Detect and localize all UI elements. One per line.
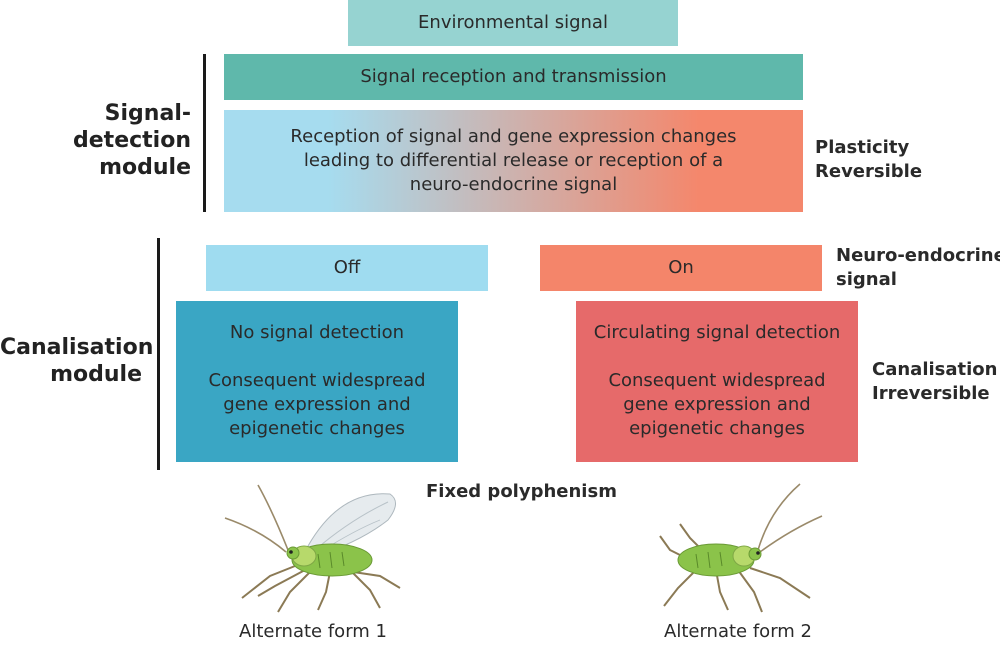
signal-detection-divider xyxy=(203,54,206,212)
off-text: Off xyxy=(333,257,361,278)
wingless-aphid-icon xyxy=(659,483,823,613)
signal-reception-box: Signal reception and transmission xyxy=(224,54,803,100)
signal-detection-module-label: Signal-detection module xyxy=(0,100,191,181)
alternate-form-1-label: Alternate form 1 xyxy=(239,621,387,642)
on-box: On xyxy=(540,245,822,291)
circulating-signal-detection-box: Circulating signal detection Consequent … xyxy=(576,301,858,462)
circulating-signal-detection-title: Circulating signal detection xyxy=(593,322,841,343)
no-signal-detection-body: Consequent widespread gene expression an… xyxy=(208,370,426,439)
fixed-polyphenism-label: Fixed polyphenism xyxy=(426,481,617,502)
circulating-signal-detection-body: Consequent widespread gene expression an… xyxy=(608,370,826,439)
signal-reception-text: Signal reception and transmission xyxy=(360,66,667,87)
gene-expression-gradient-box: Reception of signal and gene expression … xyxy=(224,110,803,212)
winged-aphid-icon xyxy=(224,484,401,613)
off-box: Off xyxy=(206,245,488,291)
canalisation-divider xyxy=(157,238,160,470)
environmental-signal-box: Environmental signal xyxy=(348,0,678,46)
neuro-endocrine-label: Neuro-endocrine signal xyxy=(836,244,1000,292)
irreversible-label: Irreversible xyxy=(872,383,990,404)
signal-detection-module-text: Signal-detection module xyxy=(73,101,191,180)
no-signal-detection-box: No signal detection Consequent widesprea… xyxy=(176,301,458,462)
no-signal-detection-title: No signal detection xyxy=(229,322,405,343)
on-text: On xyxy=(668,257,694,278)
neuro-endocrine-text: Neuro-endocrine signal xyxy=(836,245,1000,290)
canalisation-label: Canalisation xyxy=(872,359,998,380)
environmental-signal-text: Environmental signal xyxy=(418,12,608,33)
reversible-label: Reversible xyxy=(815,161,923,182)
alternate-form-2-label: Alternate form 2 xyxy=(664,621,812,642)
canalisation-module-label: Canalisation module xyxy=(0,334,153,388)
plasticity-label: Plasticity xyxy=(815,137,910,158)
canalisation-module-text: Canalisation module xyxy=(0,335,154,387)
gene-expression-text: Reception of signal and gene expression … xyxy=(290,126,737,195)
